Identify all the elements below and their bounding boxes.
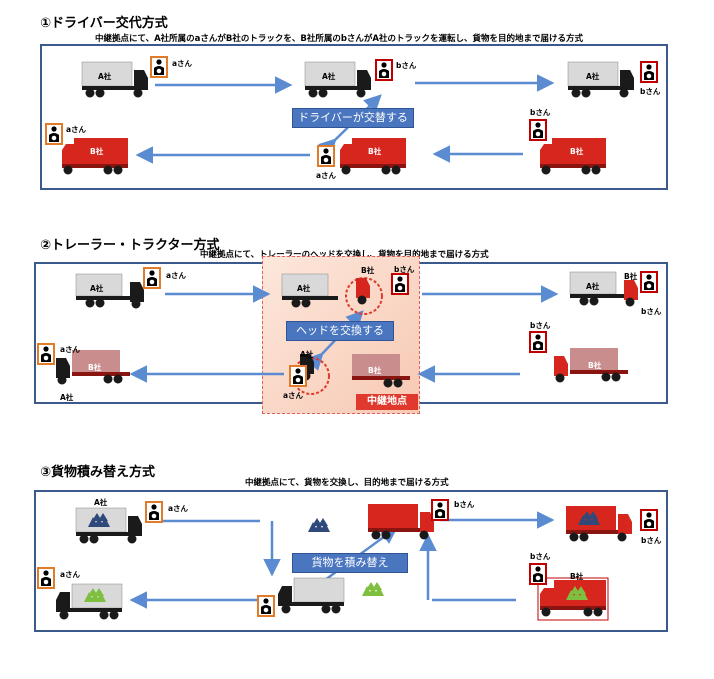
s3-callout: 貨物を積み替え <box>292 553 408 573</box>
section1-subtitle: 中継拠点にて、A社所属のaさんがB社のトラックを、B社所属のbさんがA社のトラッ… <box>95 34 584 44</box>
s2-driver-b-2 <box>640 271 658 293</box>
s1-driver-b-3 <box>529 119 547 141</box>
s3-truck-b-2 <box>566 506 632 542</box>
s3-driver-a-1 <box>145 501 163 523</box>
s2-driver-a-1 <box>143 267 161 289</box>
s1-driver-a-1-label: aさん <box>172 59 193 68</box>
s2-head-a-2-label: A社 <box>60 393 74 402</box>
s2-truck-a-1-label: A社 <box>90 284 104 293</box>
section1-title: ①ドライバー交代方式 <box>40 16 168 31</box>
s2-driver-a-3-label: aさん <box>283 391 304 400</box>
s2-driver-a-3 <box>289 365 307 387</box>
s3-truck-a-1 <box>75 507 143 544</box>
s3-driver-b-3-label: bさん <box>530 552 551 561</box>
s1-truck-a-3 <box>567 61 635 98</box>
s3-driver-b-2 <box>640 509 658 531</box>
s2-driver-a-2 <box>37 343 55 365</box>
s1-driver-b-2-label: bさん <box>640 87 661 96</box>
s2-truck-a-2-label: A社 <box>586 282 600 291</box>
s1-truck-a-1 <box>81 61 149 98</box>
s2-head-b-circle <box>345 277 383 315</box>
s1-driver-a-2-label: aさん <box>66 125 87 134</box>
s3-cargo-green-relay <box>362 582 384 596</box>
s2-head-b-relay <box>356 278 370 305</box>
s3-driver-b-1-label: bさん <box>454 500 475 509</box>
s3-driver-a-3 <box>257 595 275 617</box>
s1-driver-a-3 <box>317 145 335 167</box>
s1-driver-a-3-label: aさん <box>316 171 337 180</box>
s3-driver-b-3 <box>529 563 547 585</box>
s1-truck-b-2-label: B社 <box>368 147 382 156</box>
section3-subtitle: 中継拠点にて、貨物を交換し、目的地まで届ける方式 <box>245 478 449 488</box>
s3-driver-b-1 <box>431 499 449 521</box>
s2-driver-a-2-label: aさん <box>60 345 81 354</box>
relay-point-tag: 中継地点 <box>356 394 418 410</box>
s3-truck-b-1-frame <box>537 577 609 621</box>
s2-callout: ヘッドを交換する <box>286 321 394 341</box>
s3-truck-b-relay <box>368 504 434 540</box>
s1-driver-b-3-label: bさん <box>530 108 551 117</box>
s2-head-b-2-label: B社 <box>624 272 638 281</box>
section3-title: ③貨物積み替え方式 <box>40 465 156 480</box>
s3-driver-b-2-label: bさん <box>641 536 662 545</box>
s1-callout: ドライバーが交替する <box>292 108 414 128</box>
s2-driver-b-3-label: bさん <box>530 321 551 330</box>
s1-driver-b-1-label: bさん <box>396 61 417 70</box>
s2-truck-b-2-label: B社 <box>588 361 602 370</box>
s2-truck-b-1-label: B社 <box>88 363 102 372</box>
s3-label-a: A社 <box>94 498 108 507</box>
s3-truck-b-1 <box>540 580 606 617</box>
s1-truck-a-1-label: A社 <box>98 72 112 81</box>
s2-driver-b-3 <box>529 331 547 353</box>
s3-truck-a-2 <box>55 583 123 620</box>
s2-head-b-label: B社 <box>361 266 375 275</box>
s1-driver-a-1 <box>150 56 168 78</box>
s1-truck-a-2-label: A社 <box>322 72 336 81</box>
s2-driver-a-1-label: aさん <box>166 271 187 280</box>
s1-driver-b-1 <box>375 59 393 81</box>
s3-truck-a-relay <box>277 577 345 614</box>
s1-truck-b-1-label: B社 <box>90 147 104 156</box>
s1-driver-b-2 <box>640 61 658 83</box>
s3-label-b: B社 <box>570 572 584 581</box>
s1-truck-a-3-label: A社 <box>586 72 600 81</box>
section1-diagram <box>45 56 658 175</box>
s2-truck-a-1 <box>75 273 144 309</box>
section2-title: ②トレーラー・トラクター方式 <box>40 238 220 253</box>
section2-subtitle: 中継拠点にて、トレーラーのヘッドを交換し、貨物を目的地まで届ける方式 <box>200 250 489 260</box>
s2-trailer-a-relay-label: A社 <box>297 284 311 293</box>
s3-driver-a-2 <box>37 567 55 589</box>
s2-driver-b-1-label: bさん <box>394 265 415 274</box>
s1-driver-a-2 <box>45 123 63 145</box>
s2-head-a-label: A社 <box>300 350 314 359</box>
s2-driver-b-1 <box>391 273 409 295</box>
s3-cargo-blue-relay <box>308 518 330 532</box>
s3-driver-a-2-label: aさん <box>60 570 81 579</box>
s1-truck-b-3-label: B社 <box>570 147 584 156</box>
s2-driver-b-2-label: bさん <box>641 307 662 316</box>
s2-trailer-b-relay-label: B社 <box>368 366 382 375</box>
s1-truck-a-2 <box>304 61 372 98</box>
s3-driver-a-1-label: aさん <box>168 504 189 513</box>
